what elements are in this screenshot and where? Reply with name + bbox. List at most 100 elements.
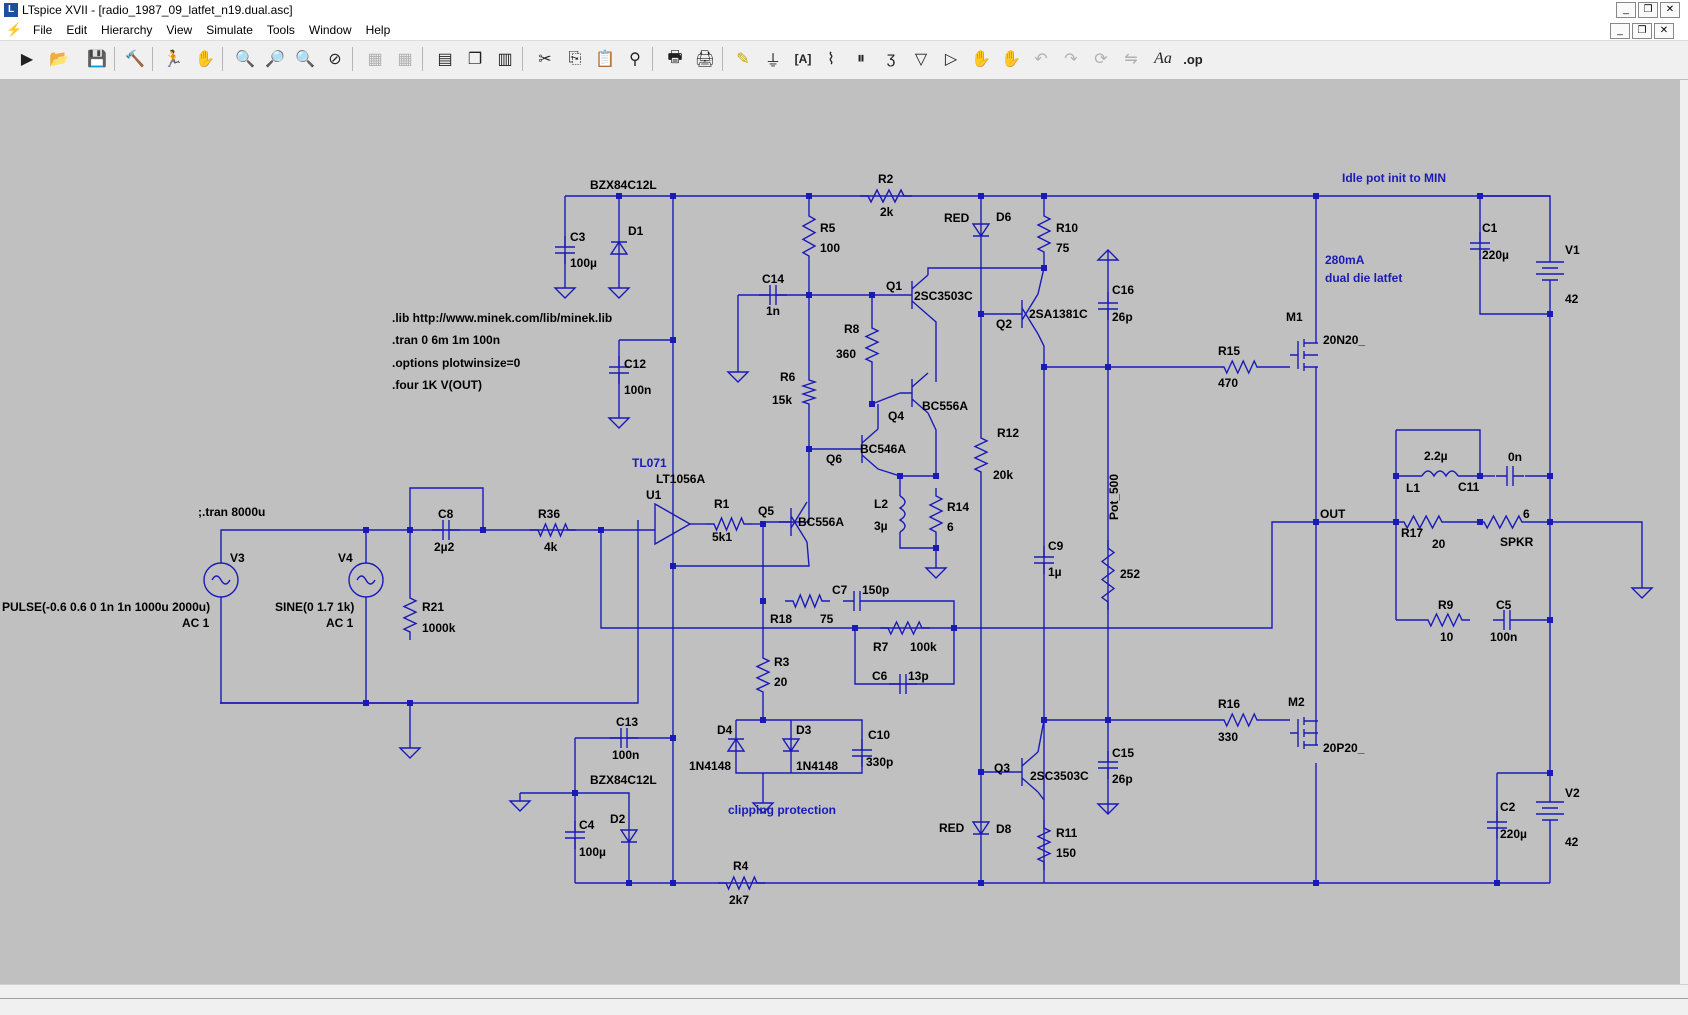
open-icon[interactable]: 📂 [49, 51, 69, 68]
d3-part[interactable]: 1N4148 [796, 759, 838, 773]
c13-capacitor[interactable] [610, 728, 638, 748]
l2-wire[interactable] [899, 532, 936, 549]
r9-resistor[interactable] [1420, 612, 1470, 628]
junction-dot[interactable] [1313, 880, 1319, 886]
junction-dot[interactable] [670, 880, 676, 886]
junction-dot[interactable] [806, 292, 812, 298]
r4-resistor[interactable] [718, 875, 765, 891]
c1-ref[interactable]: C1 [1482, 221, 1498, 235]
m1-ref[interactable]: M1 [1286, 310, 1303, 324]
v1-battery[interactable] [1536, 250, 1564, 294]
q3-wire[interactable] [1037, 791, 1045, 801]
r14-value[interactable]: 6 [947, 520, 954, 534]
c9-capacitor[interactable] [1034, 546, 1054, 574]
c14-ref[interactable]: C14 [762, 272, 784, 286]
c16-capacitor[interactable] [1098, 292, 1118, 320]
tile-vertical-icon[interactable]: ▥ [497, 51, 513, 68]
c14-value[interactable]: 1n [766, 304, 780, 318]
v4-value[interactable]: SINE(0 1.7 1k) [275, 600, 354, 614]
junction-dot[interactable] [1105, 364, 1111, 370]
r6-resistor[interactable] [800, 372, 818, 412]
copy-icon[interactable]: ⎘ [568, 50, 582, 67]
c8-ref[interactable]: C8 [438, 507, 454, 521]
directive-options[interactable]: .options plotwinsize=0 [392, 356, 521, 370]
v2-battery[interactable] [1536, 790, 1564, 834]
c15-ref[interactable]: C15 [1112, 746, 1134, 760]
junction-dot[interactable] [1547, 617, 1553, 623]
pot-ref[interactable]: Pot_500 [1107, 474, 1121, 520]
d6-led[interactable] [971, 223, 991, 238]
r11-ref[interactable]: R11 [1056, 826, 1078, 840]
q5-ref[interactable]: Q5 [758, 504, 774, 518]
d2-part[interactable]: BZX84C12L [590, 773, 657, 787]
r2-value[interactable]: 2k [880, 205, 894, 219]
d2-wire[interactable] [520, 792, 630, 883]
capacitor-icon[interactable]: ⏸ [856, 50, 865, 67]
junction-dot[interactable] [760, 521, 766, 527]
schematic-drawing[interactable]: .lib http://www.minek.com/lib/minek.lib … [0, 80, 1680, 984]
print-icon[interactable]: 🖨 [694, 51, 716, 68]
junction-dot[interactable] [670, 337, 676, 343]
ground-symbol[interactable] [726, 364, 750, 383]
r8-ref[interactable]: R8 [844, 322, 860, 336]
q5-transistor[interactable] [779, 501, 808, 543]
rotate-icon[interactable]: ⟳ [1094, 51, 1108, 68]
junction-dot[interactable] [616, 193, 622, 199]
r21-ref[interactable]: R21 [422, 600, 444, 614]
ground-symbol[interactable] [553, 280, 577, 299]
grid-icon[interactable]: ▦ [397, 51, 413, 68]
pot-arrow[interactable] [1096, 249, 1120, 261]
autorange-icon[interactable]: ▦ [367, 51, 383, 68]
c8-value[interactable]: 2µ2 [434, 540, 455, 554]
d4-ref[interactable]: D4 [717, 723, 733, 737]
menu-hierarchy[interactable]: Hierarchy [101, 23, 153, 37]
c1-value[interactable]: 220µ [1482, 248, 1509, 262]
c7-ref[interactable]: C7 [832, 583, 848, 597]
tile-horizontal-icon[interactable]: ▤ [437, 51, 453, 68]
text-icon[interactable]: Aa [1154, 50, 1172, 67]
q1-ref[interactable]: Q1 [886, 279, 902, 293]
restore-button[interactable]: ❐ [1638, 2, 1658, 18]
ground-symbol[interactable] [924, 560, 948, 579]
q2-wire[interactable] [1037, 267, 1045, 295]
q6-transistor[interactable] [850, 428, 879, 470]
junction-dot[interactable] [1494, 880, 1500, 886]
q4-wire[interactable] [871, 392, 901, 405]
junction-dot[interactable] [572, 790, 578, 796]
r14-ref[interactable]: R14 [947, 500, 969, 514]
r5-resistor[interactable] [801, 208, 817, 264]
doc-close-button[interactable]: ✕ [1654, 23, 1674, 39]
find-icon[interactable]: ⚲ [629, 51, 641, 68]
q1-wire[interactable] [927, 267, 1044, 275]
c8-wire[interactable] [409, 487, 484, 530]
r8-resistor[interactable] [864, 320, 880, 370]
r1-resistor[interactable] [706, 516, 752, 532]
control-panel-icon[interactable]: 🔨 [125, 51, 145, 68]
c11-capacitor[interactable] [1496, 466, 1524, 486]
r3-ref[interactable]: R3 [774, 655, 790, 669]
c3-value[interactable]: 100µ [570, 256, 597, 270]
vertical-scrollbar[interactable] [1680, 80, 1688, 984]
note-tl071[interactable]: TL071 [632, 456, 667, 470]
spkr-ref[interactable]: SPKR [1500, 535, 1534, 549]
doc-minimize-button[interactable]: _ [1610, 23, 1630, 39]
r7-value[interactable]: 100k [910, 640, 937, 654]
c16-value[interactable]: 26p [1112, 310, 1133, 324]
d3-diode[interactable] [781, 738, 801, 753]
v2-ref[interactable]: V2 [1565, 786, 1580, 800]
v4-ref[interactable]: V4 [338, 551, 353, 565]
u1-opamp[interactable] [654, 502, 692, 546]
d8-part[interactable]: RED [939, 821, 965, 835]
l2-ref[interactable]: L2 [874, 497, 888, 511]
paste-icon[interactable]: 📋 [595, 51, 615, 68]
c7-value[interactable]: 150p [862, 583, 889, 597]
d6-part[interactable]: RED [944, 211, 970, 225]
junction-dot[interactable] [852, 625, 858, 631]
menu-file[interactable]: File [33, 23, 53, 37]
junction-dot[interactable] [1105, 717, 1111, 723]
c6-capacitor[interactable] [889, 674, 917, 694]
undo-icon[interactable]: ↶ [1034, 51, 1048, 68]
spkr-wire[interactable] [1530, 521, 1643, 580]
q5-part[interactable]: BC556A [798, 515, 844, 529]
q5-wire[interactable] [763, 496, 810, 523]
